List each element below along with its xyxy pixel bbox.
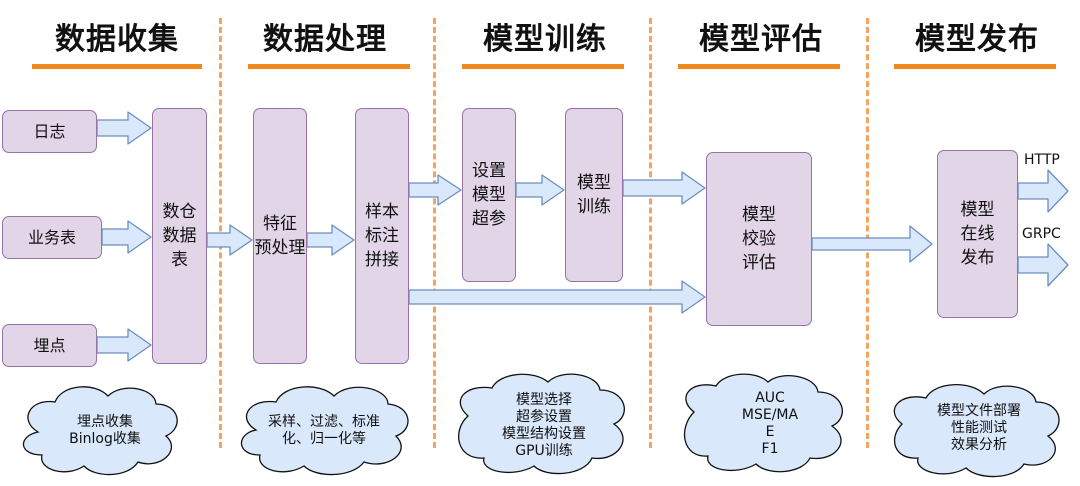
- feature-preprocess-box: 特征 预处理: [253, 108, 307, 364]
- model-evaluation-box: 模型 校验 评估: [706, 152, 812, 326]
- stage-underline-model-training: [462, 64, 624, 69]
- cloud-shape-model-evaluation: [684, 373, 843, 473]
- arrow-sample-to-hyperparam: [408, 174, 462, 206]
- cloud-data-collection-text: 埋点收集 Binlog收集: [69, 414, 141, 447]
- cloud-model-evaluation-text: AUC MSE/MA E F1: [741, 390, 799, 457]
- cloud-shape-model-publishing: [893, 383, 1060, 478]
- cloud-data-processing-text: 采样、过滤、标准 化、归一化等: [268, 414, 380, 447]
- arrow-warehouse-to-feature: [206, 224, 253, 256]
- arrow-feature-to-sample: [306, 224, 355, 256]
- arrow-log-to-warehouse: [96, 111, 152, 145]
- arrow-training-to-evaluation: [622, 171, 706, 205]
- source-tracking-box: 埋点: [2, 324, 97, 367]
- stage-title-model-training: 模型训练: [483, 22, 607, 57]
- stage-underline-model-evaluation: [678, 64, 840, 69]
- arrow-hyperparam-to-training: [515, 174, 565, 206]
- cloud-shape-data-collection: [22, 386, 178, 476]
- output-http-label: HTTP: [1024, 152, 1060, 168]
- stage-title-model-evaluation: 模型评估: [699, 22, 823, 57]
- sample-label-join-box: 样本 标注 拼接: [355, 108, 409, 364]
- arrow-sample-to-evaluation: [408, 280, 706, 314]
- hyperparam-setup-box: 设置 模型 超参: [462, 108, 516, 282]
- stage-underline-data-collection: [32, 64, 202, 69]
- output-grpc-label: GRPC: [1022, 226, 1061, 242]
- cloud-model-training-text: 模型选择 超参设置 模型结构设置 GPU训练: [502, 392, 586, 459]
- arrow-tracking-to-warehouse: [96, 328, 152, 362]
- stage-title-data-processing: 数据处理: [263, 22, 387, 57]
- cloud-model-publishing-text: 模型文件部署 性能测试 效果分析: [937, 402, 1021, 453]
- source-log-box: 日志: [2, 110, 97, 153]
- data-warehouse-box: 数仓 数据 表: [152, 108, 207, 364]
- stage-underline-data-processing: [248, 64, 410, 69]
- stage-divider-2: [433, 18, 436, 448]
- arrow-publish-to-grpc: [1017, 243, 1069, 287]
- stage-divider-4: [866, 18, 869, 448]
- model-training-box: 模型 训练: [565, 108, 623, 282]
- arrow-evaluation-to-publish: [811, 225, 933, 263]
- cloud-shape-model-training: [458, 373, 625, 475]
- arrow-publish-to-http: [1017, 169, 1069, 213]
- stage-title-data-collection: 数据收集: [55, 22, 179, 57]
- stage-title-model-publishing: 模型发布: [915, 22, 1039, 57]
- cloud-shape-data-processing: [240, 386, 409, 476]
- source-business-table-box: 业务表: [2, 216, 102, 259]
- arrow-business-table-to-warehouse: [101, 220, 152, 254]
- stage-underline-model-publishing: [894, 64, 1056, 69]
- stage-divider-3: [649, 18, 652, 448]
- model-online-publish-box: 模型 在线 发布: [937, 150, 1018, 318]
